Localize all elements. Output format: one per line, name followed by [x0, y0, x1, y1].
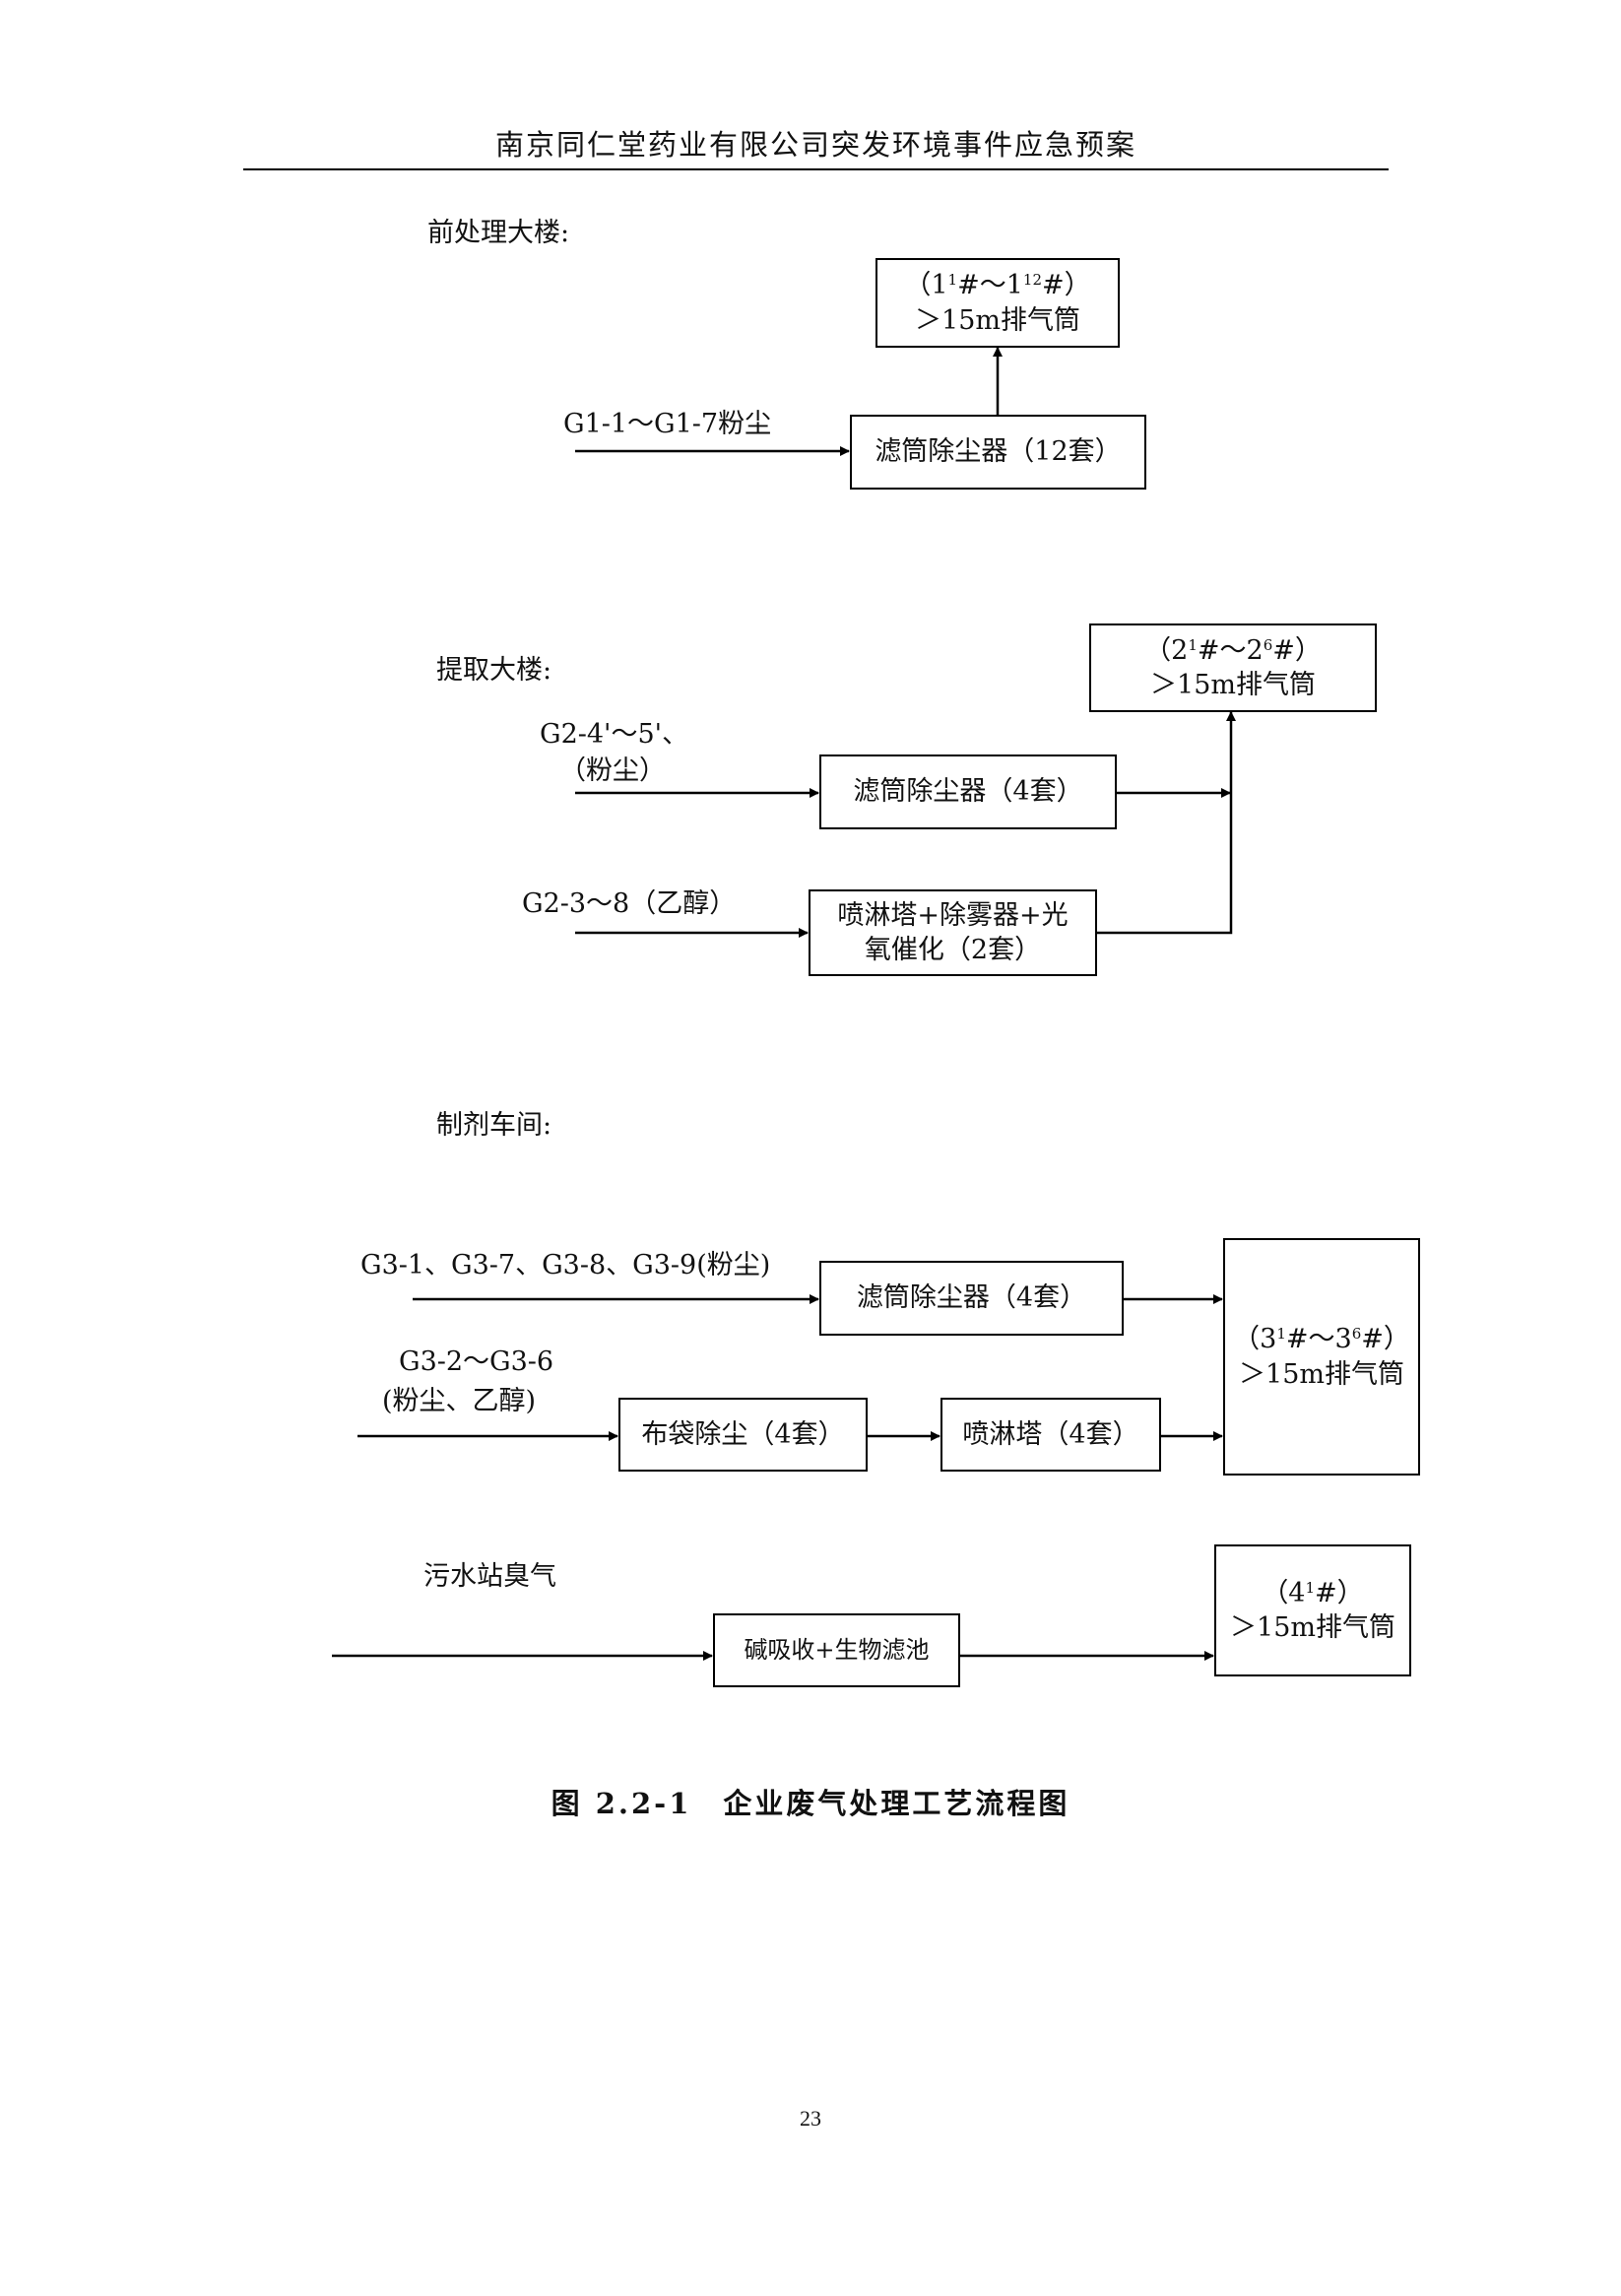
treatment-label: 滤筒除尘器（12套） — [875, 436, 1122, 468]
stack-box-2: （21#～26#） ＞15m排气筒 — [1089, 623, 1377, 712]
input-label-g2b: G2-3～8（乙醇） — [522, 888, 737, 919]
header-rule — [243, 168, 1389, 170]
stack-id: （11#～112#） — [904, 270, 1091, 301]
page-number: 23 — [800, 2106, 821, 2131]
input-label-g3b-line2: (粉尘、乙醇) — [382, 1386, 537, 1416]
stack-box-1: （11#～112#） ＞15m排气筒 — [875, 258, 1120, 348]
input-label-odor: 污水站臭气 — [423, 1561, 556, 1592]
arrow-spray-to-stack2 — [1096, 711, 1236, 935]
stack-id: （31#～36#） — [1233, 1324, 1410, 1355]
stack-id: （21#～26#） — [1144, 634, 1322, 666]
stack-desc: ＞15m排气筒 — [1239, 1358, 1404, 1390]
treatment-box-spray-photo: 喷淋塔+除雾器+光 氧催化（2套） — [809, 889, 1097, 976]
treatment-box-spray: 喷淋塔（4套） — [940, 1398, 1161, 1472]
stack-box-4: （41#） ＞15m排气筒 — [1214, 1544, 1411, 1676]
stack-desc: ＞15m排气筒 — [1150, 670, 1316, 700]
figure-caption: 图 2.2-1 企业废气处理工艺流程图 — [551, 1787, 1070, 1820]
treatment-label: 喷淋塔（4套） — [962, 1418, 1139, 1450]
section-title-extraction: 提取大楼: — [436, 655, 552, 686]
treatment-label-line1: 喷淋塔+除雾器+光 — [837, 899, 1069, 931]
treatment-label: 滤筒除尘器（4套） — [856, 1282, 1087, 1314]
treatment-box-filter-4b: 滤筒除尘器（4套） — [819, 1261, 1124, 1336]
treatment-box-alkali-bio: 碱吸收+生物滤池 — [713, 1613, 960, 1687]
treatment-label: 碱吸收+生物滤池 — [744, 1635, 930, 1664]
treatment-box-filter-12: 滤筒除尘器（12套） — [850, 415, 1146, 490]
treatment-label-line2: 氧催化（2套） — [864, 935, 1042, 965]
input-label-g3a: G3-1、G3-7、G3-8、G3-9(粉尘) — [360, 1250, 771, 1280]
stack-desc: ＞15m排气筒 — [915, 304, 1080, 336]
treatment-box-bag: 布袋除尘（4套） — [618, 1398, 868, 1472]
page-header-title: 南京同仁堂药业有限公司突发环境事件应急预案 — [494, 128, 1136, 162]
stack-desc: ＞15m排气筒 — [1230, 1612, 1395, 1643]
treatment-box-filter-4: 滤筒除尘器（4套） — [819, 754, 1117, 829]
input-label-g2a-line2: （粉尘） — [559, 755, 666, 786]
treatment-label: 滤筒除尘器（4套） — [853, 776, 1083, 808]
section-title-preparation: 制剂车间: — [436, 1110, 552, 1141]
input-label-g2a-line1: G2-4'～5'、 — [540, 719, 689, 750]
section-title-pretreatment: 前处理大楼: — [427, 218, 570, 248]
stack-id: （41#） — [1262, 1577, 1364, 1608]
input-label-g1: G1-1～G1-7粉尘 — [563, 409, 772, 439]
stack-box-3: （31#～36#） ＞15m排气筒 — [1223, 1238, 1420, 1476]
treatment-label: 布袋除尘（4套） — [641, 1418, 845, 1450]
input-label-g3b-line1: G3-2～G3-6 — [399, 1346, 554, 1377]
